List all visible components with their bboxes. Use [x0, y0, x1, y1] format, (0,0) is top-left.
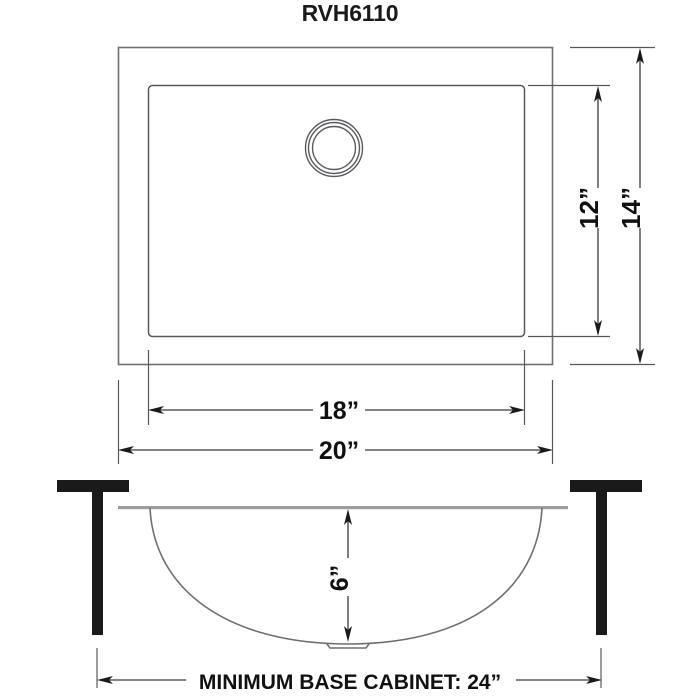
arrow-6-bottom — [344, 626, 352, 642]
arrow-18-left — [148, 406, 164, 414]
dim-label-14: 14” — [616, 187, 646, 229]
arrow-cabinet-left — [97, 676, 113, 684]
dim-label-20: 20” — [319, 437, 359, 465]
page-title: RVH6110 — [301, 0, 399, 26]
horizontal-dimensions-group: 18” 20” — [117, 350, 554, 465]
countertop-line — [118, 506, 568, 510]
vertical-dimensions-group: 12” 14” — [528, 46, 655, 366]
cabinet-wall-right-post — [596, 492, 607, 635]
arrow-14-top — [636, 48, 644, 64]
arrow-cabinet-right — [586, 676, 602, 684]
cabinet-wall-left-post — [92, 492, 103, 635]
drain-ring-inner — [311, 125, 357, 171]
dim-label-12: 12” — [574, 187, 604, 229]
dim-label-18: 18” — [319, 397, 359, 425]
arrow-12-bottom — [594, 320, 602, 336]
cabinet-wall-left-top — [57, 480, 129, 492]
dim-label-6: 6” — [326, 565, 354, 591]
drain-icon — [304, 118, 364, 178]
arrow-18-right — [509, 406, 525, 414]
arrow-6-top — [344, 509, 352, 525]
arrow-12-top — [594, 86, 602, 102]
arrow-20-right — [537, 446, 553, 454]
top-view-group — [117, 46, 554, 366]
section-view-group: 6” MINIMUM BASE CABINET: 24” — [57, 480, 642, 694]
cabinet-wall-right-top — [570, 480, 642, 492]
sink-outer-rim — [117, 46, 554, 366]
arrow-20-left — [118, 446, 134, 454]
sink-bowl-drain-detail — [326, 643, 370, 649]
sink-inner-basin — [147, 84, 526, 338]
cabinet-note-label: MINIMUM BASE CABINET: 24” — [199, 671, 501, 694]
arrow-14-bottom — [636, 348, 644, 364]
drain-ring-outer — [304, 118, 364, 178]
sink-bowl-profile — [149, 507, 543, 645]
drain-ring-middle — [307, 121, 361, 175]
